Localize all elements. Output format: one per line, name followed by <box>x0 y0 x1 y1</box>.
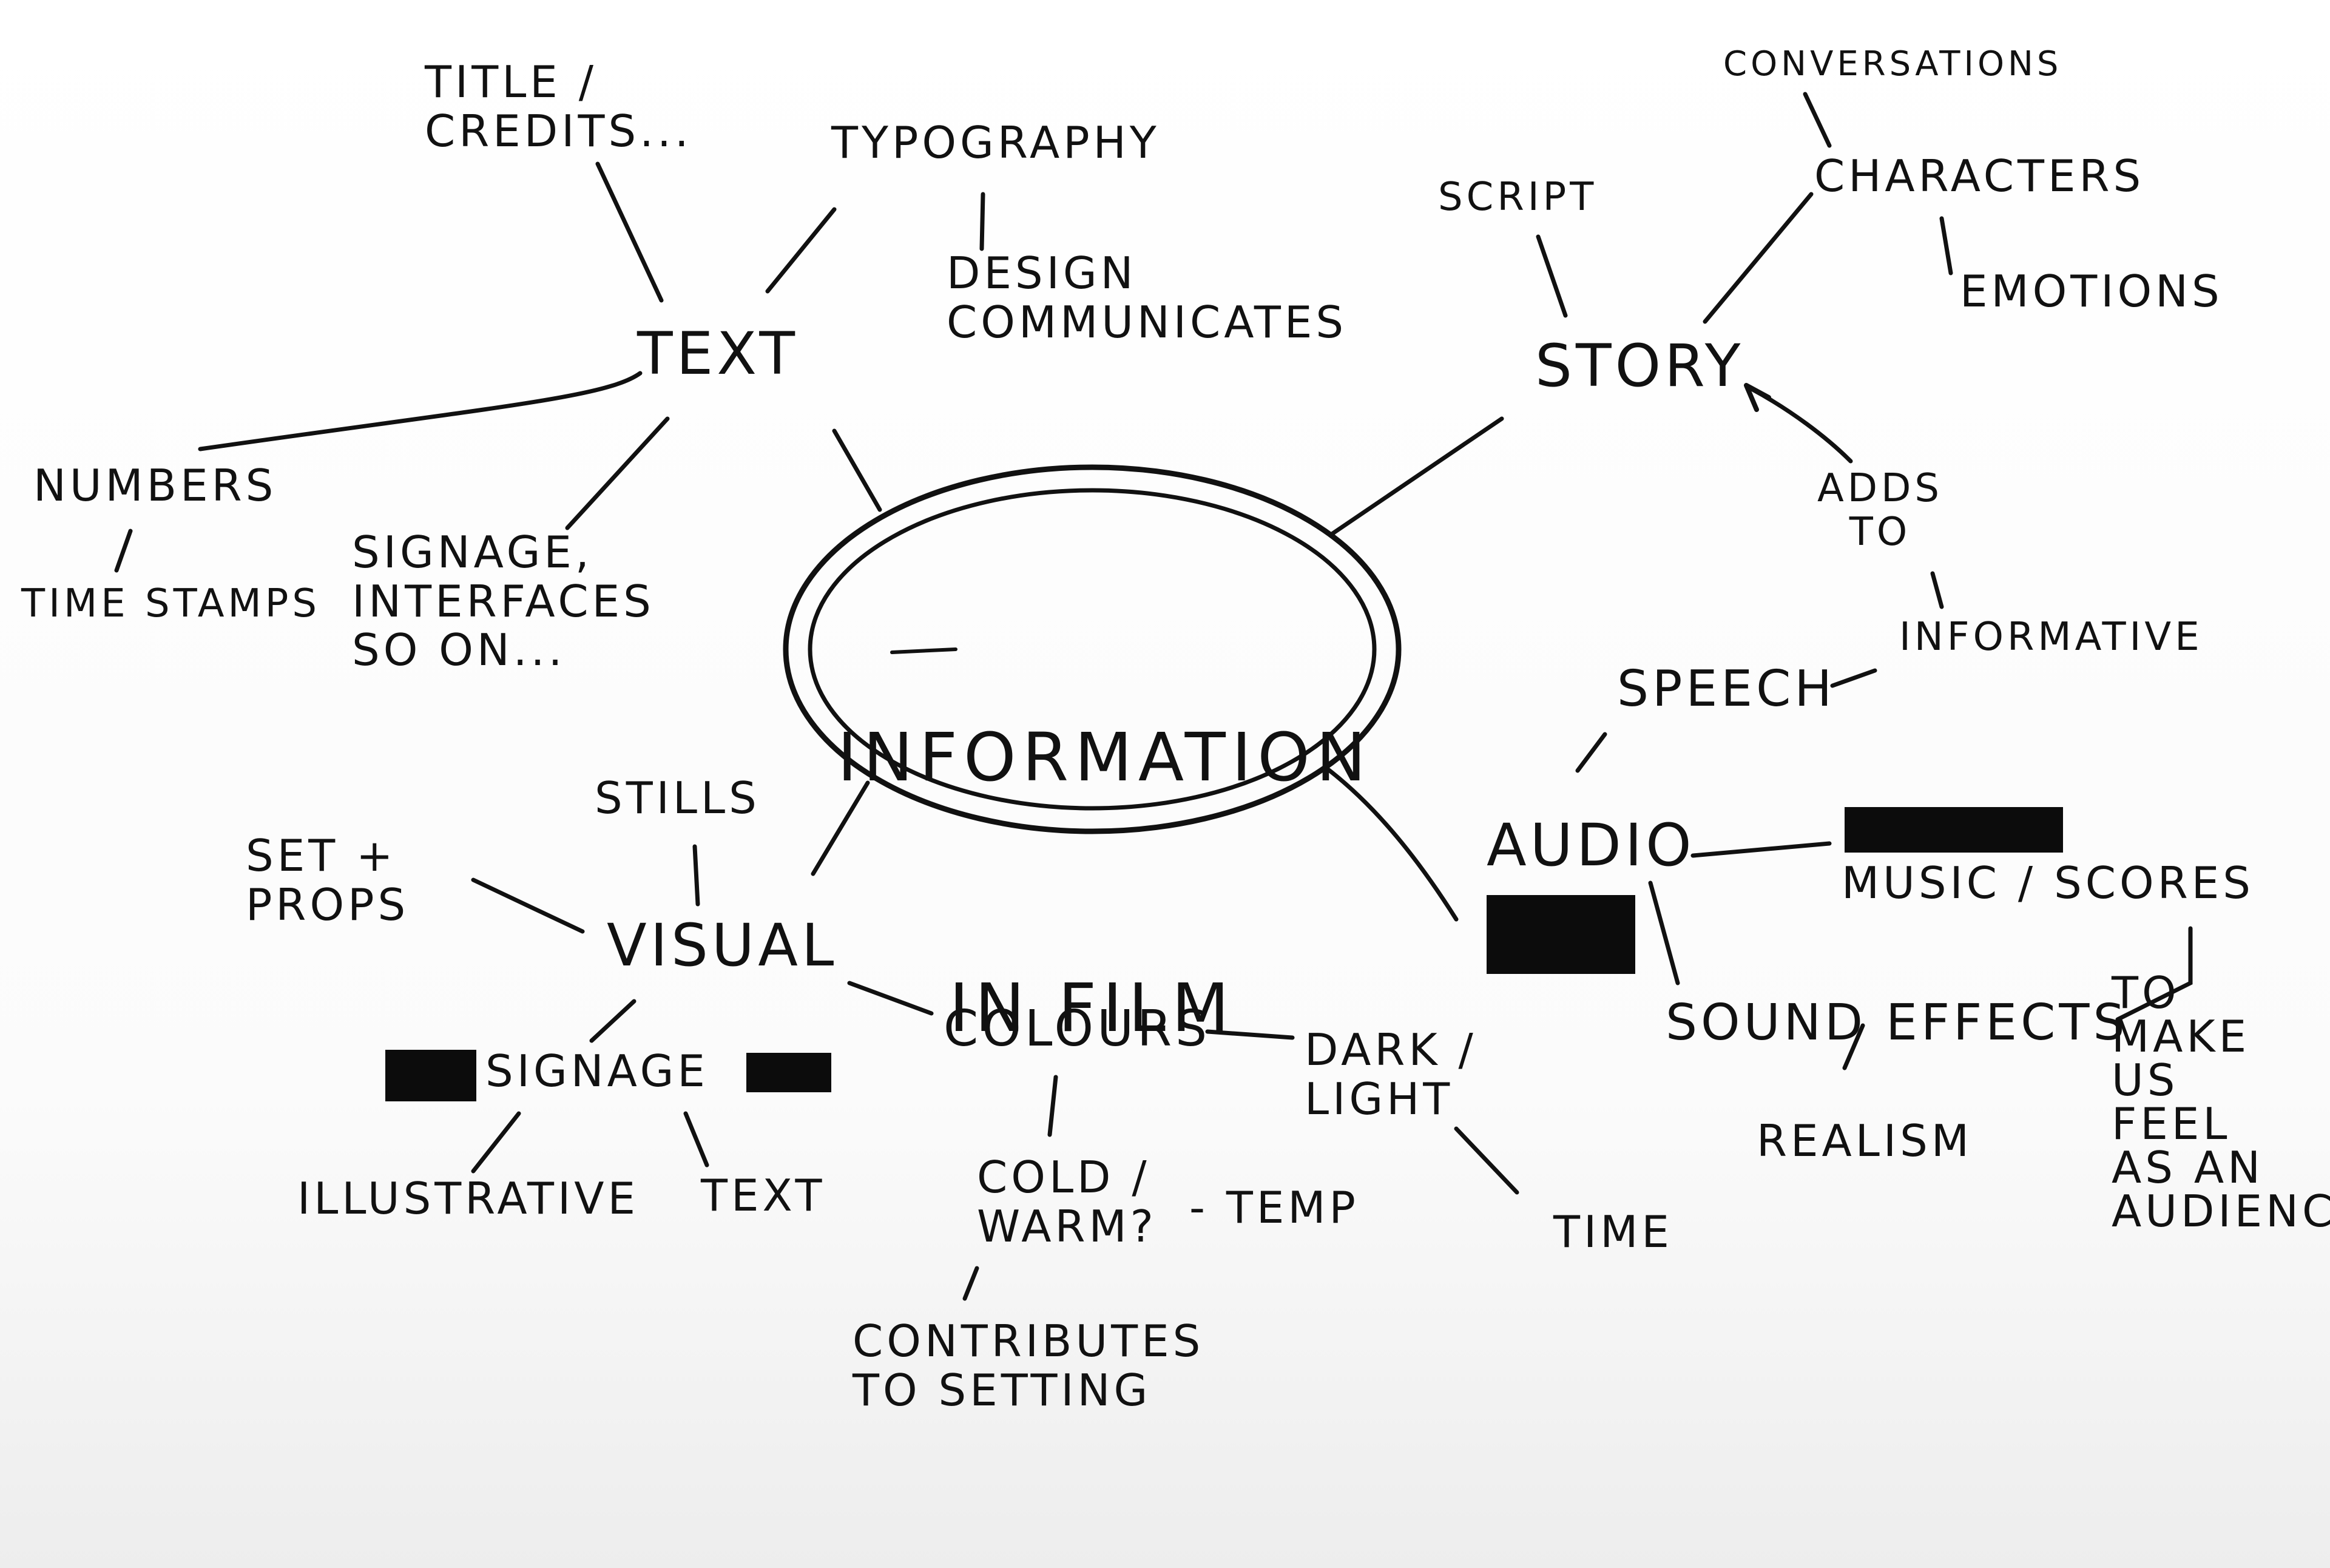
center-ellipse-outer <box>783 464 1402 834</box>
node-story: STORY <box>1535 332 1744 400</box>
link-music-tomake <box>2115 926 2193 1022</box>
link-text-numbers <box>198 371 643 451</box>
node-design-communicates: DESIGN COMMUNICATES <box>947 248 1348 348</box>
link-story-script <box>1536 234 1568 318</box>
link-informative-adds <box>1930 571 1944 609</box>
node-cold-warm: COLD / WARM? <box>977 1152 1157 1252</box>
link-text-typography <box>765 207 837 294</box>
link-signage-text <box>683 1111 709 1168</box>
link-text-signage <box>565 416 670 530</box>
link-numbers-timestamps <box>114 529 133 573</box>
node-music-scores: MUSIC / SCORES <box>1842 857 2254 908</box>
center-ellipse-inner <box>808 488 1377 811</box>
node-to-make-us-feel: TO MAKE US FEEL AS AN AUDIENCE <box>2112 967 2330 1237</box>
node-illustrative: ILLUSTRATIVE <box>297 1173 639 1224</box>
node-adds-to: ADDS TO <box>1817 466 1943 555</box>
node-informative: INFORMATIVE <box>1899 615 2203 660</box>
link-center-visual <box>811 780 870 876</box>
link-characters-conversations <box>1803 92 1832 148</box>
link-center-story <box>1329 416 1504 536</box>
link-signage-illustrative <box>471 1111 521 1174</box>
link-center-text <box>832 428 882 512</box>
node-script: SCRIPT <box>1438 175 1598 220</box>
link-audio-speech <box>1575 732 1607 773</box>
link-colours-darklight <box>1205 1029 1295 1040</box>
node-conversations: CONVERSATIONS <box>1723 44 2062 84</box>
link-audio-soundeffects <box>1648 880 1680 985</box>
link-center-audio <box>1323 765 1459 922</box>
node-signage: SIGNAGE <box>485 1046 709 1097</box>
link-visual-stills <box>692 844 700 907</box>
node-numbers: NUMBERS <box>33 460 277 511</box>
node-realism: REALISM <box>1757 1115 1973 1166</box>
node-speech: SPEECH <box>1617 660 1836 718</box>
link-darklight-time <box>1454 1126 1519 1195</box>
node-visual: VISUAL <box>607 911 838 979</box>
node-emotions: EMOTIONS <box>1960 266 2223 317</box>
link-text-title <box>595 161 664 303</box>
link-speech-informative <box>1830 668 1877 688</box>
link-story-characters <box>1703 192 1814 324</box>
node-temp: - TEMP <box>1189 1182 1359 1233</box>
node-visual-text: TEXT <box>701 1170 826 1221</box>
node-stills: STILLS <box>595 772 760 823</box>
node-dark-light: DARK / LIGHT <box>1305 1024 1477 1124</box>
node-text: TEXT <box>637 320 799 388</box>
center-title: Information in film <box>837 549 1373 1217</box>
link-colours-coldwarm <box>1047 1075 1058 1137</box>
link-typography-design <box>979 192 985 251</box>
node-contributes-to-setting: CONTRIBUTES TO SETTING <box>853 1316 1204 1416</box>
link-adds-story <box>1748 386 1853 464</box>
node-audio: AUDIO <box>1487 811 1695 879</box>
node-typography: TYPOGRAPHY <box>831 117 1160 168</box>
node-time-stamps: TIME STAMPS <box>21 581 320 626</box>
node-time: TIME <box>1553 1206 1673 1257</box>
center-title-underline <box>890 647 957 654</box>
redaction-block-signage-left <box>385 1050 476 1101</box>
redaction-block-music <box>1845 807 2063 853</box>
center-title-line2: in film <box>949 968 1235 1047</box>
link-visual-signage <box>589 999 637 1043</box>
link-sound-realism <box>1842 1023 1865 1070</box>
link-visual-colours <box>847 981 934 1016</box>
node-title-credits: TITLE / CREDITS... <box>425 56 692 157</box>
redaction-block-signage-right <box>746 1053 831 1092</box>
arrowhead-to-story <box>1744 383 1771 412</box>
node-colours: COLOURS <box>944 1000 1211 1058</box>
node-set-props: SET + PROPS <box>246 830 410 930</box>
node-sound-effects: SOUND EFFECTS <box>1666 994 2129 1052</box>
node-characters: CHARACTERS <box>1814 150 2145 201</box>
center-title-line1: Information <box>837 718 1373 796</box>
link-coldwarm-contributes <box>962 1266 979 1301</box>
link-visual-setprops <box>471 877 585 934</box>
node-signage-interfaces: SIGNAGE, INTERFACES SO ON... <box>352 527 655 676</box>
link-audio-music <box>1690 841 1832 858</box>
link-characters-emotions <box>1939 216 1953 275</box>
redaction-block-audio <box>1487 895 1635 974</box>
